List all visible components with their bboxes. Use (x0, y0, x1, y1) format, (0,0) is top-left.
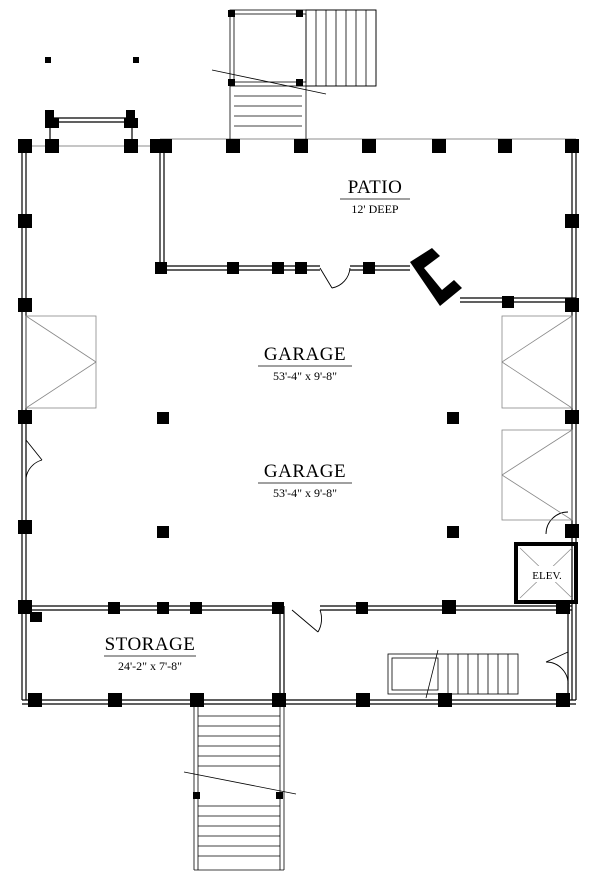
garage-door-right-upper (501, 315, 573, 409)
garage-door-right-lower (501, 429, 573, 521)
fireplace (410, 248, 462, 306)
bottom-stairs (183, 704, 297, 871)
garage-lower-dim: 53'-4" x 9'-8" (273, 486, 337, 500)
garage-upper-name: GARAGE (264, 344, 346, 365)
room-label-storage: STORAGE 24'-2" x 7'-8" (104, 634, 196, 673)
patio-name: PATIO (348, 177, 403, 198)
storage-dim: 24'-2" x 7'-8" (118, 659, 182, 673)
room-label-patio: PATIO 12' DEEP (340, 177, 410, 216)
garage-door-left (25, 315, 97, 409)
patio-dim: 12' DEEP (351, 202, 398, 216)
storage-name: STORAGE (105, 634, 196, 655)
room-label-garage-upper: GARAGE 53'-4" x 9'-8" (258, 344, 352, 383)
room-label-garage-lower: GARAGE 53'-4" x 9'-8" (258, 461, 352, 500)
garage-lower-name: GARAGE (264, 461, 346, 482)
interior-stairs (387, 649, 519, 699)
elevator-label: ELEV. (532, 570, 562, 582)
top-stairs (211, 9, 377, 139)
columns (18, 10, 579, 799)
elevator (514, 542, 578, 604)
door-swings (25, 267, 569, 687)
garage-upper-dim: 53'-4" x 9'-8" (273, 369, 337, 383)
